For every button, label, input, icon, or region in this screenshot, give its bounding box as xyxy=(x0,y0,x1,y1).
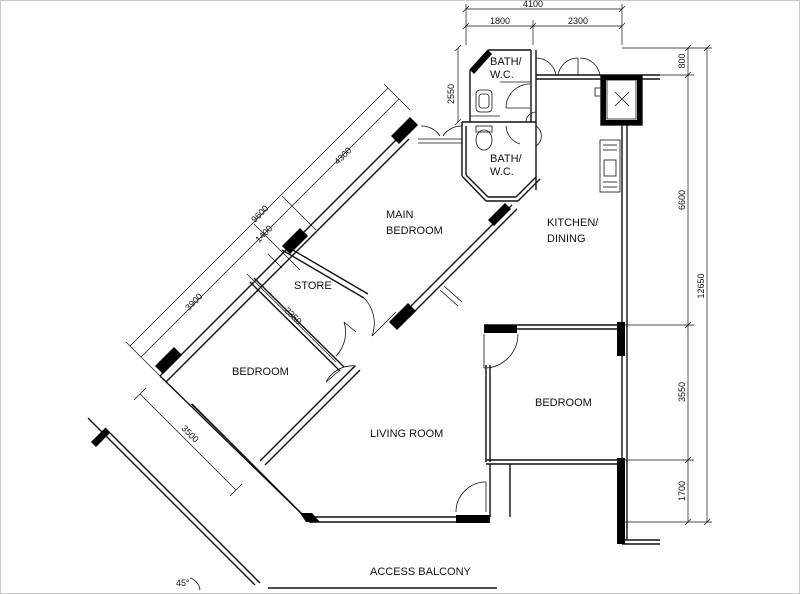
room-store-label: STORE xyxy=(294,280,332,292)
dim-3500: 3500 xyxy=(180,423,201,444)
dim-6600: 6600 xyxy=(677,190,687,210)
top-dimensions xyxy=(462,4,626,45)
angle-45-label: 45° xyxy=(176,578,190,588)
room-bath2-label-b: W.C. xyxy=(490,166,514,178)
room-main-bedroom-label-b: BEDROOM xyxy=(386,225,443,237)
room-bedroom-left-label: BEDROOM xyxy=(232,366,289,378)
room-bath1-label-a: BATH/ xyxy=(490,56,523,68)
balcony-lines xyxy=(87,417,497,591)
bath-dimension xyxy=(454,44,462,126)
dim-4100: 4100 xyxy=(523,0,543,9)
dim-800: 800 xyxy=(677,53,687,68)
dim-4300: 4300 xyxy=(332,145,353,166)
diagonal-dimensions xyxy=(125,83,411,497)
interior-walls xyxy=(249,81,622,517)
dim-3900: 3900 xyxy=(183,291,204,312)
room-kitchen-label-b: DINING xyxy=(547,233,586,245)
room-bath2-label-a: BATH/ xyxy=(490,153,523,165)
room-main-bedroom-label-a: MAIN xyxy=(386,209,414,221)
shaft-x-icon xyxy=(614,91,630,107)
dim-2550: 2550 xyxy=(446,84,456,104)
doors xyxy=(325,57,601,513)
access-balcony-label: ACCESS BALCONY xyxy=(370,566,472,578)
room-kitchen-label-a: KITCHEN/ xyxy=(547,217,599,229)
dim-9600: 9600 xyxy=(249,203,270,224)
room-bath1-label-b: W.C. xyxy=(490,69,514,81)
dim-1700: 1700 xyxy=(677,481,687,501)
room-bedroom-right-label: BEDROOM xyxy=(535,397,592,409)
dim-1800: 1800 xyxy=(490,16,510,26)
room-living-label: LIVING ROOM xyxy=(370,428,443,440)
dim-12650: 12650 xyxy=(696,273,706,298)
fixtures xyxy=(190,87,621,453)
structural-columns xyxy=(91,50,642,544)
dim-2300: 2300 xyxy=(568,16,588,26)
dim-3550: 3550 xyxy=(677,382,687,402)
